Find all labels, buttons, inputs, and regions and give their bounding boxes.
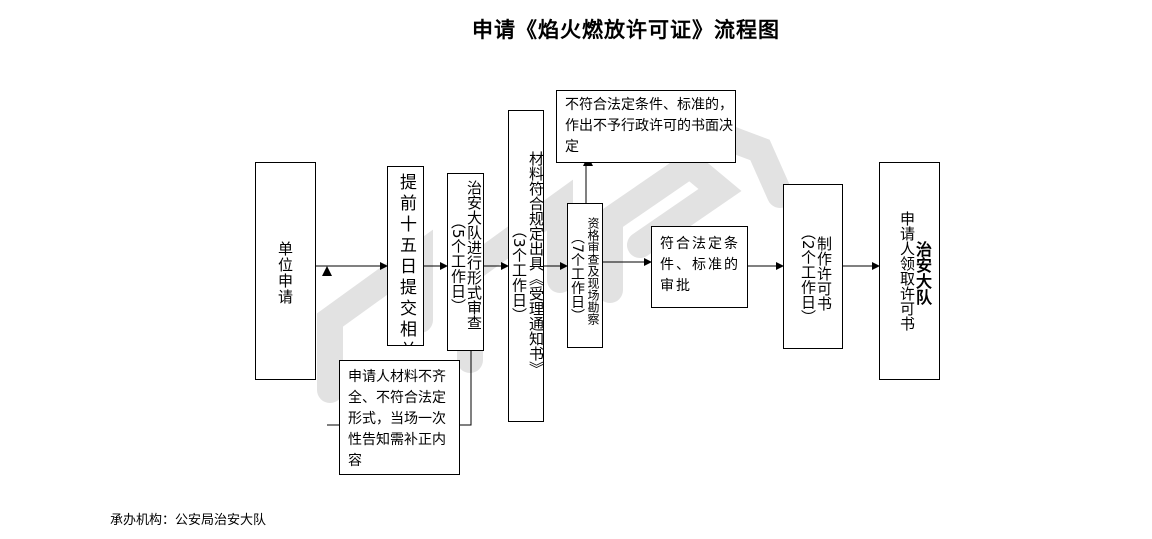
box-submit-15-days-label: 提前十五日提交相关 xyxy=(396,173,416,346)
box-accept-notice-days: （3个工作日） xyxy=(510,223,528,323)
box-accept-notice: （3个工作日） 材料符合规定出具《受理通知书》 xyxy=(508,110,544,422)
arrowhead-incomplete-return xyxy=(322,266,332,276)
box-receive-permit-unit: 治安大队 xyxy=(913,241,932,305)
box-police-review-label: 治安大队进行形式审查 xyxy=(465,180,483,330)
box-accept-notice-label: 材料符合规定出具《受理通知书》 xyxy=(527,151,544,376)
box-make-permit-label: 制作许可书 xyxy=(815,236,833,311)
box-receive-permit-label: 申请人领取许可书 xyxy=(898,211,916,331)
box-police-review: （5个工作日） 治安大队进行形式审查 xyxy=(447,173,484,351)
box-onsite-check-label: 资格审查及现场勘察 xyxy=(586,217,600,325)
box-apply-unit: 单位申请 xyxy=(255,162,316,380)
box-receive-permit: 申请人领取许可书 治安大队 xyxy=(879,162,940,380)
box-police-review-days: （5个工作日） xyxy=(449,214,467,314)
page-title: 申请《焰火燃放许可证》流程图 xyxy=(472,17,780,42)
box-reject-decision: 不符合法定条件、标准的，作出不予行政许可的书面决定 xyxy=(556,90,736,163)
box-make-permit: （2个工作日） 制作许可书 xyxy=(783,184,843,349)
box-onsite-days: （7个工作日） xyxy=(569,230,585,323)
box-incomplete-materials-label: 申请人材料不齐全、不符合法定形式，当场一次性告知需补正内容 xyxy=(348,369,446,469)
box-onsite-check: （7个工作日） 资格审查及现场勘察 xyxy=(567,203,603,348)
box-apply-unit-label: 单位申请 xyxy=(276,241,294,305)
box-approval-label: 符合法定条件、标准的审批 xyxy=(660,236,740,294)
box-approval: 符合法定条件、标准的审批 xyxy=(651,226,748,308)
box-make-permit-days: （2个工作日） xyxy=(799,225,817,325)
box-submit-15-days: 提前十五日提交相关 xyxy=(387,166,424,346)
footer-agency: 承办机构：公安局治安大队 xyxy=(110,513,267,528)
box-reject-decision-label: 不符合法定条件、标准的，作出不予行政许可的书面决定 xyxy=(565,97,733,155)
box-incomplete-materials: 申请人材料不齐全、不符合法定形式，当场一次性告知需补正内容 xyxy=(339,360,460,475)
